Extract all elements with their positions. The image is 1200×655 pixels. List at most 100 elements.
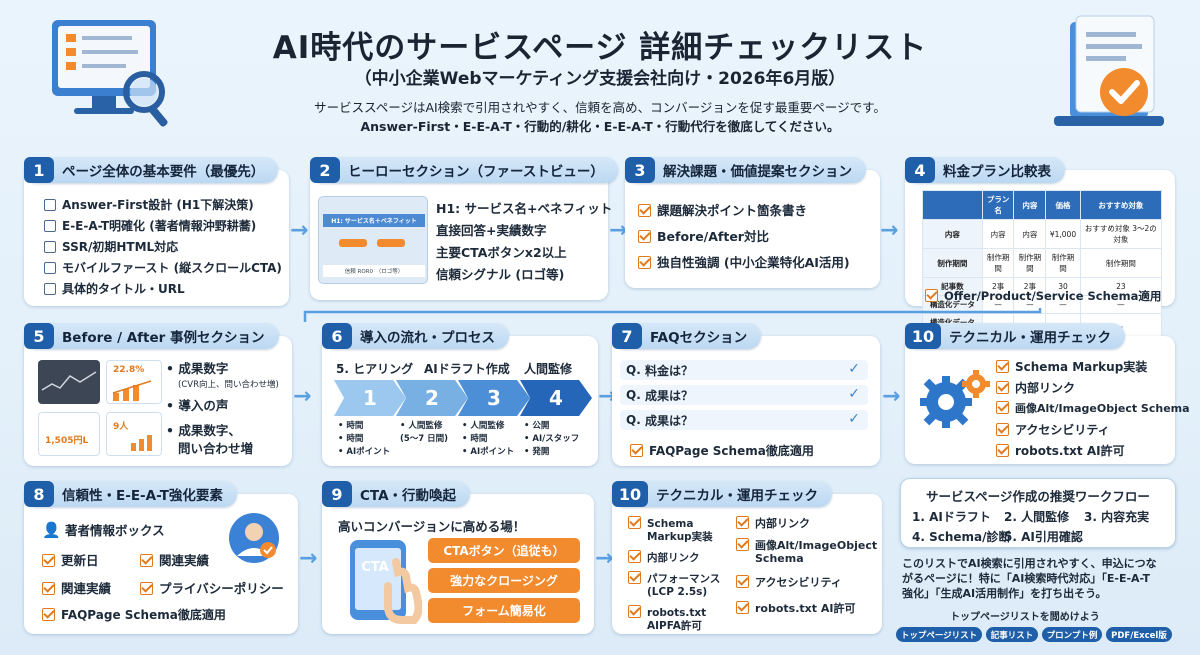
s10b-text: Markup実装 <box>647 531 713 543</box>
section-6-header: 6 導入の流れ・プロセス <box>322 323 509 349</box>
stat-card-2: 9人 <box>106 412 162 456</box>
s3-item-2[interactable]: Before/After対比 <box>638 226 769 245</box>
s10a-item-2[interactable]: 内部リンク <box>996 379 1075 396</box>
s4-note[interactable]: Offer/Product/Service Schema適用 <box>925 288 1161 304</box>
s8-note[interactable]: FAQPage Schema徹底適用 <box>42 606 226 623</box>
prompt-examples-link[interactable]: プロンプト例 <box>1042 627 1102 642</box>
faq-item-1[interactable]: Q. 料金は？✓ <box>620 360 868 380</box>
s1-item-1-text: Answer-First設計 (H1下解決策) <box>62 198 254 212</box>
s3-item-2-text: Before/After対比 <box>657 229 769 244</box>
line-chart-icon <box>41 371 97 391</box>
s7-note-text: FAQPage Schema徹底適用 <box>649 444 814 458</box>
checkbox-checked-icon <box>736 601 749 614</box>
s1-item-5[interactable]: 具体的タイトル・URL <box>44 280 185 297</box>
s6-col-2-item: 人間監修 <box>408 421 443 431</box>
section-8-header: 8 信頼性・E-E-A-T強化要素 <box>24 481 237 507</box>
s1-item-5-text: 具体的タイトル・URL <box>62 282 185 296</box>
faq-q-marker: Q. <box>626 363 641 377</box>
s9-lead: 高いコンバージョンに高める場！ <box>338 519 526 534</box>
s8-item-1-text: 更新日 <box>61 553 99 568</box>
top-page-list-link[interactable]: トップページリスト <box>896 627 982 642</box>
stat-growth: 22.8% <box>113 365 145 375</box>
workflow-step-5: 5. AI引用確認 <box>1004 530 1083 544</box>
section-10b-header: 10 テクニカル・運用チェック <box>612 481 832 507</box>
s10a-item-1[interactable]: Schema Markup実装 <box>996 358 1147 375</box>
section-1-number: 1 <box>24 157 54 183</box>
s10a-item-3[interactable]: 画像Alt/ImageObject Schema <box>996 400 1190 416</box>
article-list-link[interactable]: 記事リスト <box>986 627 1038 642</box>
checkbox-checked-icon <box>736 516 749 529</box>
checkbox-checked-icon <box>140 582 153 595</box>
checkbox-checked-icon <box>996 401 1009 414</box>
s10a-item-5[interactable]: robots.txt AI許可 <box>996 442 1125 459</box>
s8-item-4[interactable]: プライバシーポリシー <box>140 578 284 597</box>
s10a-item-5-text: robots.txt AI許可 <box>1015 444 1125 458</box>
checkbox-checked-icon <box>140 554 153 567</box>
pricing-header-cell: プラン名 <box>981 190 1015 220</box>
arrow-right-icon: → <box>293 384 312 409</box>
s8-item-3[interactable]: 関連実績 <box>42 578 111 597</box>
s6-col-2: • 人間監修 (5〜7 日間) <box>400 421 449 444</box>
s6-col-1-item: 時間 <box>346 434 364 444</box>
s1-item-4-text: モバイルファースト (縦スクロールCTA) <box>62 261 282 275</box>
arrow-right-icon: → <box>880 218 899 243</box>
table-cell: — <box>1045 295 1081 314</box>
faq-q-marker: Q. <box>626 413 641 427</box>
s5-item-3-text: 成果数字、 <box>178 423 241 438</box>
author-box-text: 著者情報ボックス <box>65 523 165 538</box>
section-3-number: 3 <box>625 157 655 183</box>
faq-q-marker: Q. <box>626 388 641 402</box>
section-6-number: 6 <box>322 323 352 349</box>
hero-mockup-footer: 信頼 ROR0 （ロゴ等） <box>323 265 425 277</box>
s1-item-3[interactable]: SSR/初期HTML対応 <box>44 238 178 255</box>
monitor-checklist-icon <box>52 20 168 127</box>
checkbox-icon <box>44 220 56 232</box>
s10b-text: 内部リンク <box>755 517 810 530</box>
s10b-text: (LCP 2.5s) <box>647 586 708 598</box>
section-7-header: 7 FAQセクション <box>612 323 762 349</box>
s3-item-1[interactable]: 課題解決ポイント箇条書き <box>638 200 807 219</box>
s8-item-2[interactable]: 関連実績 <box>140 550 209 569</box>
s10b-text: 内部リンク <box>647 552 700 564</box>
table-cell: 内容 <box>922 219 983 249</box>
pricing-header-cell: 価格 <box>1045 190 1081 220</box>
s5-item-2-text: 導入の声 <box>178 398 229 413</box>
s10a-item-1-text: Schema Markup実装 <box>1015 360 1148 374</box>
intro-line-1: サービススページはAI検索で引用されやすく、信頼を高め、コンバージョンを促す最重… <box>314 100 886 115</box>
s5-item-1-sub: (CVR向上、問い合わせ増) <box>178 380 279 390</box>
page-title: AI時代のサービスページ 詳細チェックリスト <box>272 30 928 66</box>
s8-item-1[interactable]: 更新日 <box>42 550 99 569</box>
checkbox-checked-icon <box>628 516 641 529</box>
checkbox-checked-icon <box>638 256 651 269</box>
pdf-excel-link[interactable]: PDF/Excel版 <box>1106 627 1172 642</box>
s1-item-1[interactable]: Answer-First設計 (H1下解決策) <box>44 196 254 213</box>
table-row: 制作期間制作期間制作期間制作期間制作期間 <box>922 248 1163 278</box>
s10b-text: アクセシビリティ <box>755 576 842 589</box>
s5-item-2: • 導入の声 <box>166 398 229 413</box>
s10b-text: AIPFA許可 <box>647 620 702 632</box>
s7-note[interactable]: FAQPage Schema徹底適用 <box>630 442 814 459</box>
cta-follow-button[interactable]: CTAボタン（追従も） <box>428 538 580 563</box>
workflow-step-4: 4. Schema/診断 <box>912 530 1011 544</box>
workflow-title: サービスページ作成の推奨ワークフロー <box>926 489 1150 504</box>
s10b-text: パフォーマンス <box>647 573 721 585</box>
s1-item-2[interactable]: E-E-A-T明確化 (著者情報沖野耕蕎) <box>44 217 256 234</box>
faq-item-3[interactable]: Q. 成果は？✓ <box>620 410 868 430</box>
checkbox-checked-icon <box>638 204 651 217</box>
table-cell: 2事 <box>1013 277 1047 296</box>
s10a-item-4[interactable]: アクセシビリティ <box>996 421 1110 438</box>
form-simplify-button[interactable]: フォーム簡易化 <box>428 598 580 623</box>
checkbox-icon <box>44 199 56 211</box>
closing-button[interactable]: 強力なクロージング <box>428 568 580 593</box>
s3-item-3-text: 独自性強調 (中小企業特化AI活用) <box>657 255 850 270</box>
person-icon: 👤 <box>42 521 61 539</box>
s1-item-4[interactable]: モバイルファースト (縦スクロールCTA) <box>44 259 282 276</box>
section-9-number: 9 <box>322 481 352 507</box>
s8-item-4-text: プライバシーポリシー <box>159 581 284 596</box>
s3-item-3[interactable]: 独自性強調 (中小企業特化AI活用) <box>638 252 850 271</box>
section-10b-title: テクニカル・運用チェック <box>656 488 818 504</box>
checkbox-checked-icon <box>736 538 749 551</box>
faq-item-2[interactable]: Q. 成果は？✓ <box>620 385 868 405</box>
s2-item-4: 信頼シグナル (ロゴ等) <box>436 267 565 282</box>
summary-line-1: このリストでAI検索に引用されやすく、申込につな <box>902 557 1157 570</box>
